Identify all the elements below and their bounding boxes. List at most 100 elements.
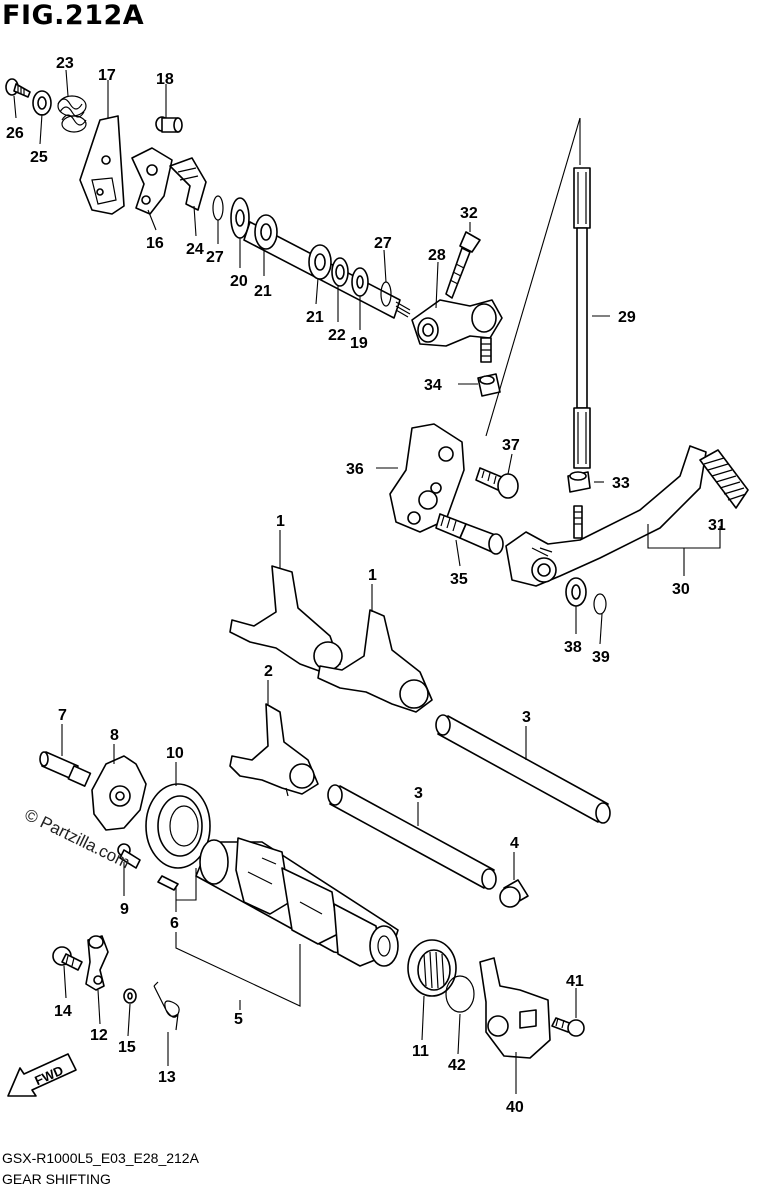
part-37-bolt[interactable] (475, 467, 519, 499)
part-3-fork-shaft[interactable] (435, 714, 611, 824)
part-5-gearshift-cam[interactable] (195, 837, 399, 967)
callout-7: 7 (58, 707, 67, 724)
callout-27a: 27 (206, 249, 224, 266)
callout-11: 11 (412, 1043, 429, 1060)
callout-35: 35 (450, 571, 468, 588)
callout-8: 8 (110, 727, 119, 744)
shaft-spline (395, 301, 411, 318)
part-6-pin[interactable] (157, 875, 179, 891)
callout-3a: 3 (522, 709, 531, 726)
callout-28: 28 (428, 247, 446, 264)
callout-25: 25 (30, 149, 48, 166)
callout-24: 24 (186, 241, 204, 258)
part-25-washer[interactable] (32, 90, 52, 116)
part-21-oil-seal[interactable] (254, 214, 278, 250)
callout-2: 2 (264, 663, 273, 680)
part-33-nut[interactable] (567, 471, 591, 493)
part-24-spring[interactable] (169, 157, 207, 211)
callout-34: 34 (424, 377, 442, 394)
part-38-washer[interactable] (565, 577, 587, 607)
part-40-gear-position-sensor[interactable] (479, 957, 551, 1059)
part-20-washer[interactable] (230, 197, 250, 239)
part-21-22-seals[interactable] (308, 244, 349, 287)
callout-23: 23 (56, 55, 74, 72)
part-29-shift-rod[interactable] (573, 167, 591, 469)
part-42-o-ring[interactable] (445, 975, 475, 1013)
part-3b-fork-shaft[interactable] (327, 784, 497, 890)
callout-3b: 3 (414, 785, 423, 802)
callout-29: 29 (618, 309, 636, 326)
part-36-bracket[interactable] (389, 423, 465, 533)
part-31-footrest[interactable] (699, 449, 749, 509)
part-1b-shift-fork[interactable] (317, 609, 433, 713)
part-16-shift-arm[interactable] (131, 147, 173, 215)
section-name: GEAR SHIFTING (2, 1171, 111, 1187)
callout-22: 22 (328, 327, 346, 344)
part-30-gearshift-lever[interactable] (505, 445, 707, 587)
part-4-plug[interactable] (499, 879, 529, 908)
callout-33: 33 (612, 475, 630, 492)
part-15-washer[interactable] (123, 988, 137, 1004)
part-26-screw[interactable] (5, 78, 31, 98)
callout-5: 5 (234, 1011, 243, 1028)
part-10-bearing[interactable] (145, 783, 211, 869)
callout-12: 12 (90, 1027, 108, 1044)
part-19-collar[interactable] (351, 267, 369, 297)
model-code: GSX-R1000L5_E03_E28_212A (2, 1150, 199, 1166)
part-32-bolt[interactable] (445, 231, 481, 299)
part-9-screw[interactable] (117, 843, 141, 869)
callout-14: 14 (54, 1003, 72, 1020)
callout-27b: 27 (374, 235, 392, 252)
callout-9: 9 (120, 901, 129, 918)
fwd-label: FWD (32, 1063, 65, 1089)
part-27-circlip[interactable] (212, 195, 224, 221)
callout-13: 13 (158, 1069, 176, 1086)
part-34-nut[interactable] (477, 373, 501, 397)
callout-18: 18 (156, 71, 174, 88)
forward-direction-arrow: FWD (7, 1053, 77, 1097)
callout-19: 19 (350, 335, 368, 352)
part-1-shift-fork[interactable] (229, 565, 343, 673)
part-28-shift-lever[interactable] (411, 299, 503, 347)
ball-joint-stud (480, 337, 492, 363)
callout-42: 42 (448, 1057, 466, 1074)
callout-10: 10 (166, 745, 184, 762)
part-14-bolt[interactable] (52, 946, 83, 971)
callout-40: 40 (506, 1099, 524, 1116)
callout-37: 37 (502, 437, 520, 454)
part-7-pin[interactable] (39, 751, 92, 787)
part-12-stopper-arm[interactable] (85, 935, 109, 991)
part-23-spring[interactable] (57, 95, 87, 133)
callout-labels: 26 25 23 17 18 16 24 27 20 21 21 22 19 2… (6, 55, 726, 1116)
callout-38: 38 (564, 639, 582, 656)
callout-1b: 1 (368, 567, 377, 584)
callout-16: 16 (146, 235, 164, 252)
callout-41: 41 (566, 973, 584, 990)
callout-26: 26 (6, 125, 24, 142)
part-39-circlip[interactable] (593, 593, 607, 615)
callout-36: 36 (346, 461, 364, 478)
part-2-shift-fork[interactable] (229, 703, 319, 797)
part-13-spring[interactable] (153, 981, 180, 1031)
callout-6: 6 (170, 915, 179, 932)
callout-4: 4 (510, 835, 519, 852)
callout-1a: 1 (276, 513, 285, 530)
callout-32: 32 (460, 205, 478, 222)
figure-title: FIG.212A (2, 0, 145, 31)
leader-lines (13, 69, 721, 1094)
callout-39: 39 (592, 649, 610, 666)
callout-31: 31 (708, 517, 726, 534)
part-11-bearing[interactable] (407, 939, 457, 997)
callout-17: 17 (98, 67, 116, 84)
callout-21a: 21 (254, 283, 272, 300)
callout-21b: 21 (306, 309, 324, 326)
callout-15: 15 (118, 1039, 136, 1056)
callout-20: 20 (230, 273, 248, 290)
part-18-bolt[interactable] (155, 116, 183, 133)
part-41-screw[interactable] (551, 1017, 585, 1037)
part-8-cam-plate[interactable] (91, 755, 147, 831)
part-17-plate[interactable] (79, 115, 125, 215)
part-35-pivot-bolt[interactable] (435, 513, 504, 555)
callout-30: 30 (672, 581, 690, 598)
